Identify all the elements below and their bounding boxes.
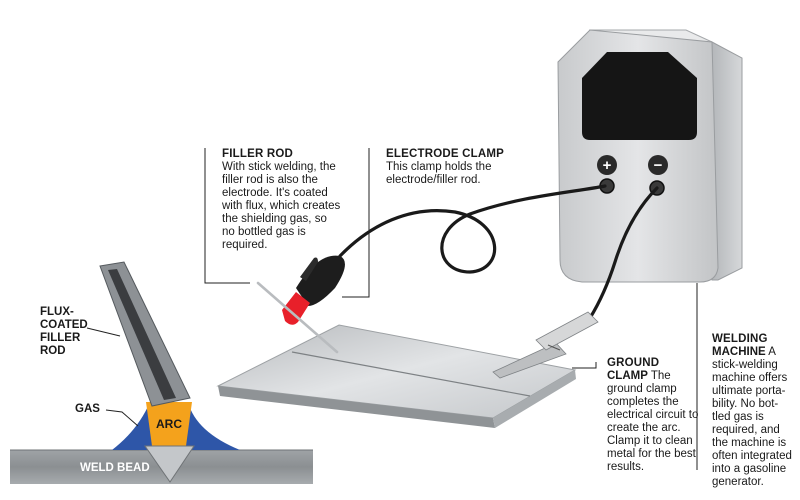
- filler-rod: [256, 281, 339, 354]
- welding-machine-title-1: WELDING: [712, 333, 768, 345]
- clamp-handle: [296, 255, 345, 306]
- flux-rod-label-line: FLUX-: [40, 306, 74, 318]
- filler-rod-line: required.: [222, 239, 268, 251]
- welding-machine-line: ultimate porta-: [712, 385, 786, 397]
- ground-clamp-line: Clamp it to clean: [607, 435, 693, 447]
- plus-terminal-icon: [597, 155, 617, 175]
- welding-machine-line: into a gasoline: [712, 463, 787, 475]
- ground-clamp-title-1: GROUND: [607, 357, 660, 369]
- metal-plate: [216, 324, 577, 428]
- welding-machine-line: machine offers: [712, 372, 788, 384]
- welding-machine-callout: WELDING MACHINE A stick-welding machine …: [712, 333, 800, 489]
- flux-rod-label: FLUX- COATED FILLER ROD: [40, 306, 100, 358]
- ground-clamp-leader: [572, 362, 597, 369]
- weld-bead-shape: [144, 445, 195, 483]
- filler-rod-line: With stick welding, the: [222, 161, 336, 173]
- welding-machine-line: bility. No bot-: [712, 398, 779, 410]
- ground-clamp-line: metal for the best: [607, 448, 696, 460]
- arc-label: ARC: [156, 417, 182, 431]
- electrode-clamp: [282, 255, 345, 325]
- ground-clamp-line: ground clamp: [607, 383, 677, 395]
- flux-leader: [86, 327, 121, 337]
- ground-clamp-line: electrical circuit to: [607, 409, 699, 421]
- minus-symbol: −: [654, 157, 663, 174]
- ground-clamp-jaw-lower: [492, 342, 567, 379]
- minus-terminal-icon: [648, 155, 668, 175]
- filler-rod-line: electrode. It's coated: [222, 187, 328, 199]
- rod-core: [108, 269, 176, 400]
- filler-rod-title: FILLER ROD: [222, 148, 293, 160]
- ground-cable: [588, 186, 659, 320]
- plate-seam: [291, 351, 531, 397]
- ground-clamp-first-rest: The: [650, 370, 671, 382]
- welding-machine-title-2: MACHINE: [712, 346, 766, 358]
- electrode-clamp-leader: [342, 148, 370, 298]
- filler-rod-leader: [204, 148, 250, 284]
- ground-clamp-callout: GROUND CLAMP The ground clamp completes …: [607, 357, 727, 474]
- weld-bead-label: WELD BEAD: [80, 462, 150, 474]
- ground-clamp-jaw-upper: [535, 311, 599, 351]
- welding-machine-line: tled gas is: [712, 411, 764, 423]
- electrode-clamp-title: ELECTRODE CLAMP: [386, 148, 504, 160]
- ground-clamp-title-2: CLAMP: [607, 370, 648, 382]
- electrode-cable: [338, 184, 607, 274]
- filler-rod-line: the shielding gas, so: [222, 213, 327, 225]
- clamp-red-tip: [282, 292, 310, 325]
- filler-rod-line: with flux, which creates: [222, 200, 341, 212]
- welding-machine-line: required, and: [712, 424, 780, 436]
- electrode-clamp-line: electrode/filler rod.: [386, 174, 481, 186]
- filler-rod-line: no bottled gas is: [222, 226, 306, 238]
- ground-clamp-line: results.: [607, 461, 645, 473]
- gas-label: GAS: [75, 403, 100, 415]
- plus-symbol: +: [603, 157, 612, 174]
- flux-rod-label-line: ROD: [40, 345, 66, 357]
- clamp-jaw-upper: [300, 257, 318, 281]
- ground-clamp-spring: [547, 344, 561, 351]
- filler-rod-callout: FILLER ROD With stick welding, the fille…: [222, 148, 372, 252]
- filler-rod-line: filler rod is also the: [222, 174, 318, 186]
- electrode-clamp-line: This clamp holds the: [386, 161, 492, 173]
- flux-rod-label-line: FILLER: [40, 332, 81, 344]
- welding-machine-line: stick-welding: [712, 359, 778, 371]
- arc-zone: [146, 402, 192, 446]
- machine-screen: [582, 52, 697, 140]
- welding-machine: + −: [557, 29, 743, 283]
- weld-inset: [10, 261, 313, 484]
- flux-rod-label-line: COATED: [40, 319, 88, 331]
- plate-side: [493, 370, 576, 428]
- plate-front: [218, 386, 495, 428]
- welding-machine-line: the machine is: [712, 437, 787, 449]
- electrode-clamp-callout: ELECTRODE CLAMP This clamp holds the ele…: [386, 148, 536, 187]
- leader-lines: [204, 148, 698, 470]
- welding-machine-line: often integrated: [712, 450, 792, 462]
- welding-machine-line: generator.: [712, 476, 764, 488]
- ground-clamp-line: completes the: [607, 396, 679, 408]
- welding-machine-second-rest: A: [768, 346, 776, 358]
- ground-clamp-line: create the arc.: [607, 422, 681, 434]
- ground-clamp: [492, 311, 599, 379]
- gas-leader: [105, 409, 139, 427]
